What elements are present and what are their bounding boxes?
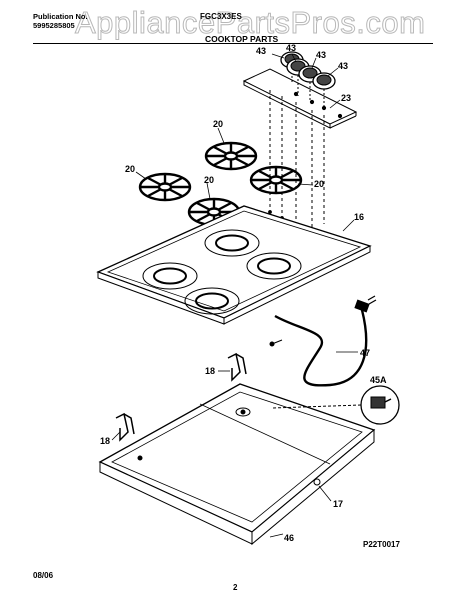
callout-pan: 46 [284,533,294,543]
callout-knob: 43 [316,50,326,60]
main-top-pan [98,383,376,546]
callout-grate: 20 [314,179,324,189]
callout-knob: 43 [256,46,266,56]
publication-number: 5995285805 [33,21,75,30]
leader-lines [111,53,358,538]
callout-cooktop: 16 [354,212,364,222]
callout-switch: 45A [370,375,387,385]
publication-label: Publication No. [33,12,88,21]
section-title: COOKTOP PARTS [205,34,279,44]
callout-grate: 20 [213,119,223,129]
bracket [227,352,247,382]
control-panel [242,68,358,129]
panel-guide-lines [269,90,325,232]
grate [138,172,192,202]
knob [312,72,336,108]
callout-bracket: 18 [205,366,215,376]
grate [204,141,258,171]
callout-grate: 20 [125,164,135,174]
watermark: AppliancePartsPros.com [74,5,426,41]
callout-panel: 23 [341,93,351,103]
footer-date: 08/06 [33,571,54,580]
model-number: FGC3X3ES [200,12,242,21]
callout-bracket: 18 [100,436,110,446]
header-rule [33,43,433,44]
power-cord [269,295,377,387]
burner-opening [246,252,302,280]
knob-set [280,51,336,108]
cooktop-surface [96,205,372,325]
diagram-reference: P22T0017 [363,540,400,549]
burner-opening [142,262,198,290]
page-number: 2 [233,583,238,592]
burner-opening [184,287,240,315]
bracket [115,412,135,442]
publication-block: Publication No. 5995285805 [33,12,88,30]
callout-grate: 20 [204,175,214,185]
callout-knob: 43 [286,43,296,53]
grate [249,165,303,195]
callout-labels: 43 43 43 43 23 20 20 20 20 16 47 18 45A … [100,43,387,543]
callout-cord: 47 [360,348,370,358]
switch-detail [271,385,400,425]
callout-knob: 43 [338,61,348,71]
burner-opening [204,229,260,257]
callout-wire: 17 [333,499,343,509]
